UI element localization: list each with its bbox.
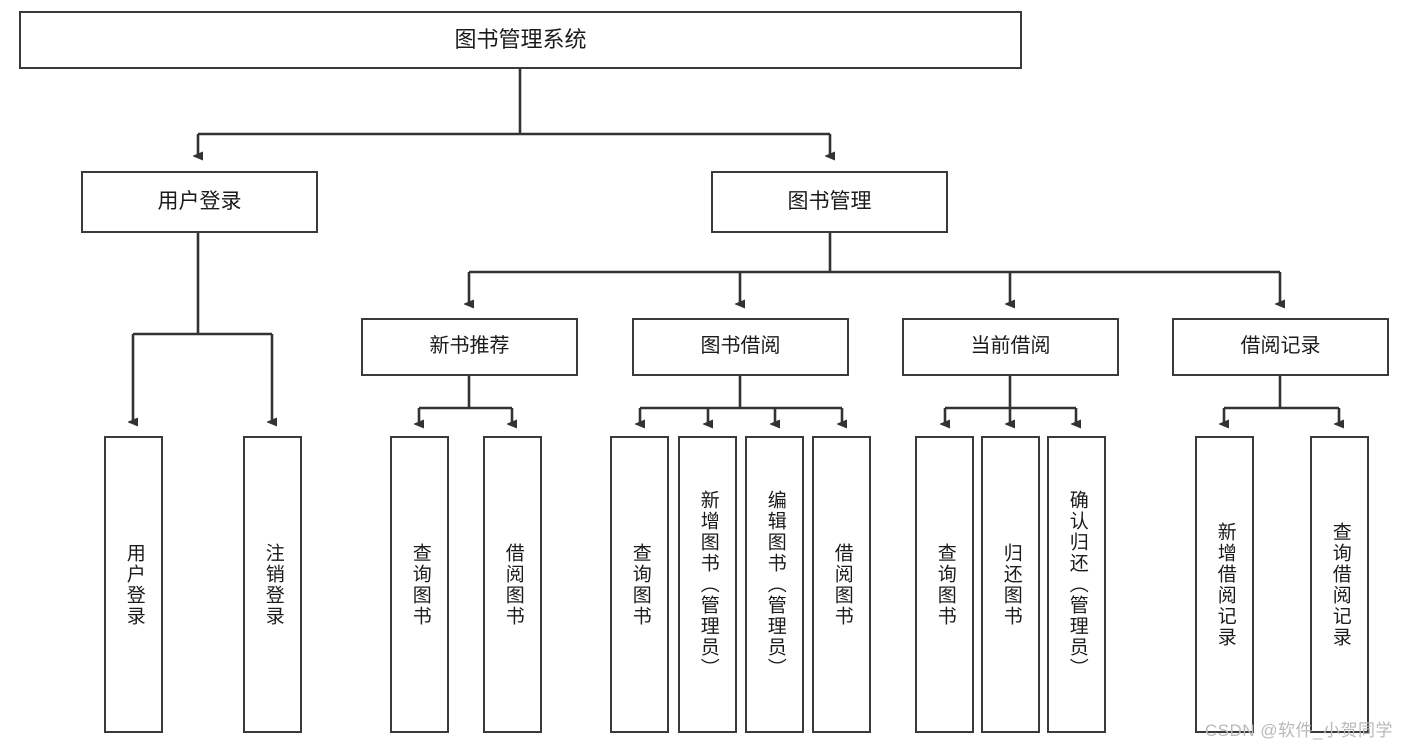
node-leaf-book-borrow-add[interactable]: 新增图书（管理员） xyxy=(678,436,737,733)
node-leaf-borrow-record-add-label: 新增借阅记录 xyxy=(1214,521,1236,648)
node-new-book-recommend-label: 新书推荐 xyxy=(429,335,510,358)
node-leaf-current-borrow-confirm-label: 确认归还（管理员） xyxy=(1066,490,1088,679)
node-leaf-borrow-record-query[interactable]: 查询借阅记录 xyxy=(1310,436,1369,733)
node-leaf-user-login-signin-label: 用户登录 xyxy=(123,542,145,627)
node-leaf-borrow-record-add[interactable]: 新增借阅记录 xyxy=(1195,436,1254,733)
node-leaf-book-borrow-edit[interactable]: 编辑图书（管理员） xyxy=(745,436,804,733)
node-book-management[interactable]: 图书管理 xyxy=(711,171,948,233)
node-leaf-book-borrow-edit-label: 编辑图书（管理员） xyxy=(764,490,786,679)
node-leaf-borrow-record-query-label: 查询借阅记录 xyxy=(1329,521,1351,648)
node-leaf-user-login-signout[interactable]: 注销登录 xyxy=(243,436,302,733)
node-current-borrow[interactable]: 当前借阅 xyxy=(902,318,1119,376)
node-leaf-current-borrow-query[interactable]: 查询图书 xyxy=(915,436,974,733)
node-leaf-new-book-borrow[interactable]: 借阅图书 xyxy=(483,436,542,733)
node-book-borrow-label: 图书借阅 xyxy=(700,335,781,358)
node-leaf-current-borrow-return[interactable]: 归还图书 xyxy=(981,436,1040,733)
node-leaf-current-borrow-query-label: 查询图书 xyxy=(934,542,956,627)
node-current-borrow-label: 当前借阅 xyxy=(970,335,1051,358)
node-leaf-new-book-borrow-label: 借阅图书 xyxy=(502,542,524,627)
node-leaf-book-borrow-add-label: 新增图书（管理员） xyxy=(697,490,719,679)
node-root-system-label: 图书管理系统 xyxy=(454,27,587,53)
node-borrow-record[interactable]: 借阅记录 xyxy=(1172,318,1389,376)
node-book-borrow[interactable]: 图书借阅 xyxy=(632,318,849,376)
node-borrow-record-label: 借阅记录 xyxy=(1240,335,1321,358)
node-leaf-book-borrow-lend-label: 借阅图书 xyxy=(831,542,853,627)
watermark: CSDN @软件_小贺同学 xyxy=(1204,721,1393,740)
node-new-book-recommend[interactable]: 新书推荐 xyxy=(361,318,578,376)
node-leaf-book-borrow-lend[interactable]: 借阅图书 xyxy=(812,436,871,733)
node-leaf-user-login-signin[interactable]: 用户登录 xyxy=(104,436,163,733)
node-book-management-label: 图书管理 xyxy=(787,189,872,213)
node-leaf-user-login-signout-label: 注销登录 xyxy=(262,542,284,627)
node-root-system[interactable]: 图书管理系统 xyxy=(19,11,1022,69)
node-leaf-book-borrow-query[interactable]: 查询图书 xyxy=(610,436,669,733)
node-user-login[interactable]: 用户登录 xyxy=(81,171,318,233)
node-user-login-label: 用户登录 xyxy=(157,189,242,213)
node-leaf-current-borrow-confirm[interactable]: 确认归还（管理员） xyxy=(1047,436,1106,733)
node-leaf-new-book-query-label: 查询图书 xyxy=(409,542,431,627)
node-leaf-new-book-query[interactable]: 查询图书 xyxy=(390,436,449,733)
node-leaf-current-borrow-return-label: 归还图书 xyxy=(1000,542,1022,627)
node-leaf-book-borrow-query-label: 查询图书 xyxy=(629,542,651,627)
